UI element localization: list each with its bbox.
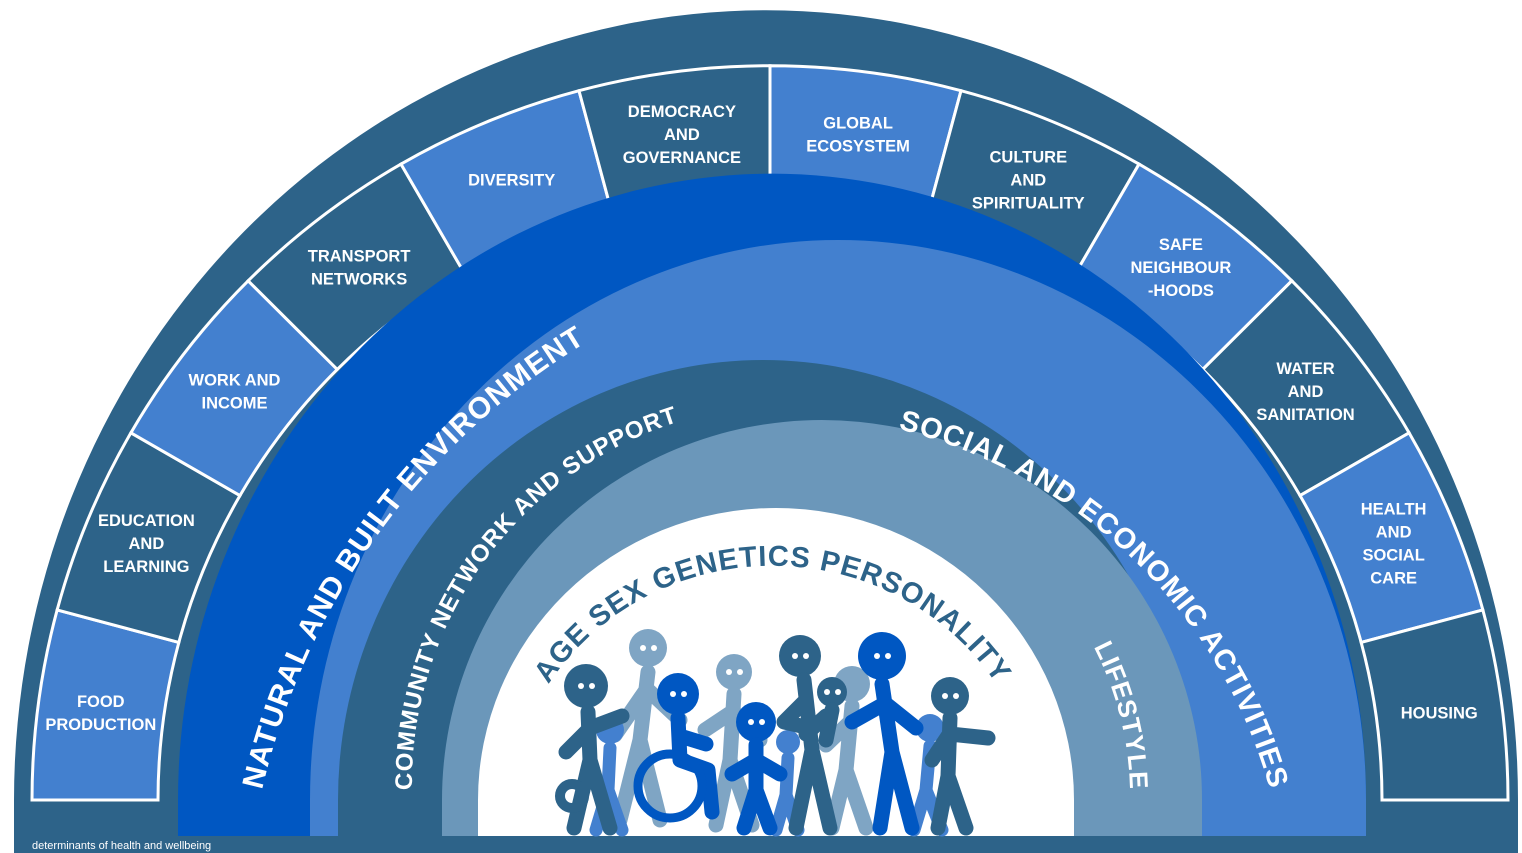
outer-segment-label: HOUSING xyxy=(1401,704,1478,722)
people-group-illustration xyxy=(555,629,996,837)
diagram-caption: determinants of health and wellbeing xyxy=(32,840,212,852)
outer-segment xyxy=(1359,608,1510,802)
outer-segment-label: DIVERSITY xyxy=(468,171,555,189)
bottom-bar xyxy=(14,836,1518,853)
